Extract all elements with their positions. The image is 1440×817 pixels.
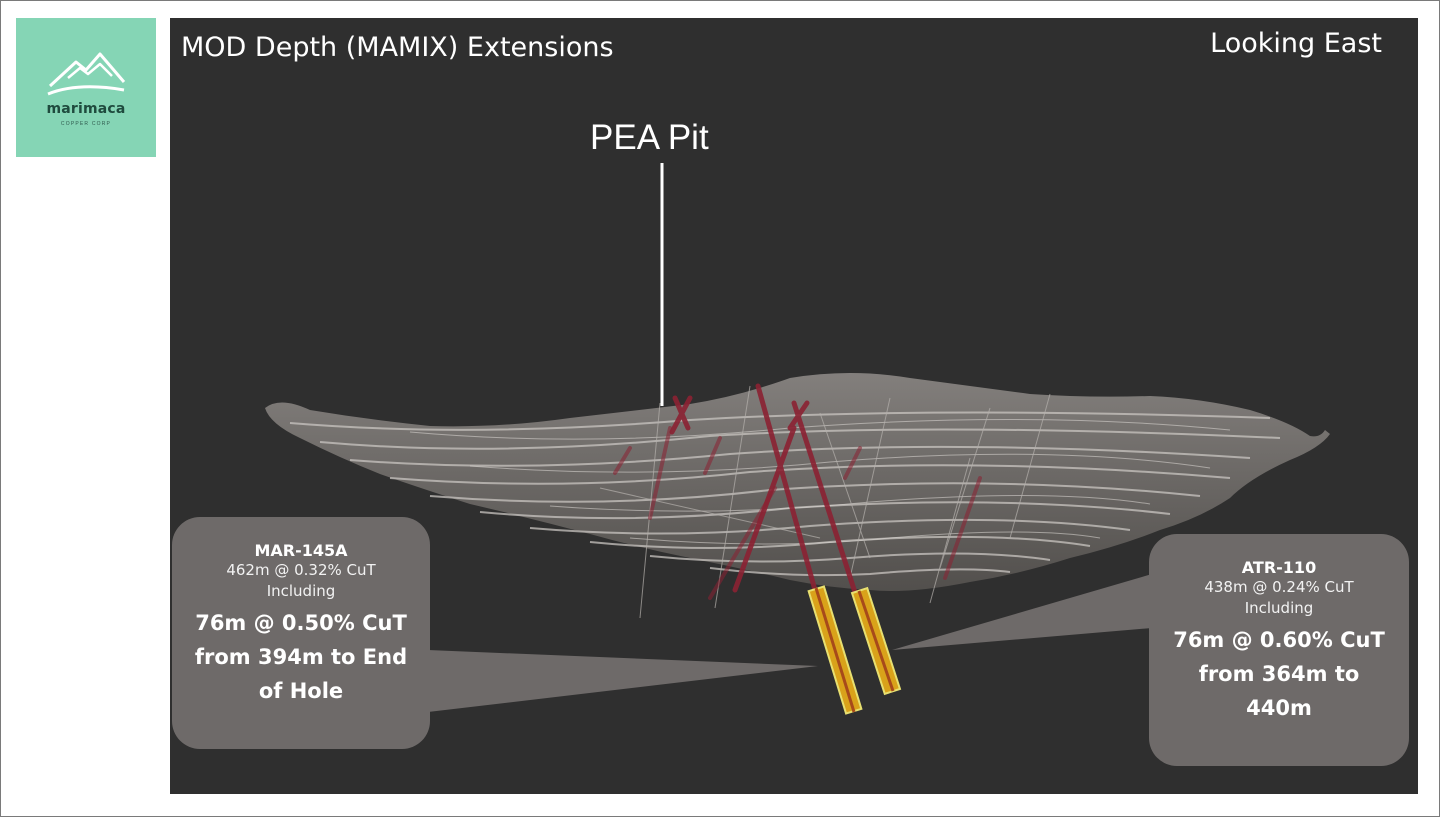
slide-title: MOD Depth (MAMIX) Extensions	[181, 32, 614, 63]
callout-atr-110: ATR-110 438m @ 0.24% CuT Including 76m @…	[1149, 534, 1409, 766]
company-logo: marimaca COPPER CORP	[16, 18, 156, 157]
interval-summary: 438m @ 0.24% CuT	[1204, 578, 1354, 596]
including-label: Including	[1244, 599, 1314, 617]
hole-id: ATR-110	[1241, 558, 1317, 577]
pea-pit-label: PEA Pit	[590, 118, 709, 157]
section-view: MOD Depth (MAMIX) Extensions Looking Eas…	[170, 18, 1418, 794]
view-direction-label: Looking East	[1210, 28, 1382, 59]
callout-pointer-right	[892, 574, 1152, 650]
interval-summary: 462m @ 0.32% CuT	[226, 561, 376, 579]
highlight-interval: 76m @ 0.50% CuT from 394m to End of Hole	[194, 611, 408, 703]
including-label: Including	[266, 582, 336, 600]
hole-id: MAR-145A	[254, 541, 348, 560]
pit-shell	[265, 373, 1330, 591]
mountain-logo-icon	[47, 52, 126, 96]
callout-pointer-left	[428, 650, 818, 712]
intercept-bars	[807, 585, 902, 715]
drill-traces	[599, 385, 1051, 619]
highlight-interval: 76m @ 0.60% CuT from 364m to 440m	[1173, 628, 1385, 720]
callout-mar-145a: MAR-145A 462m @ 0.32% CuT Including 76m …	[172, 517, 430, 749]
logo-wordmark: marimaca	[46, 101, 126, 117]
geology-3d-model	[265, 163, 1330, 715]
logo-tagline: COPPER CORP	[60, 121, 112, 127]
